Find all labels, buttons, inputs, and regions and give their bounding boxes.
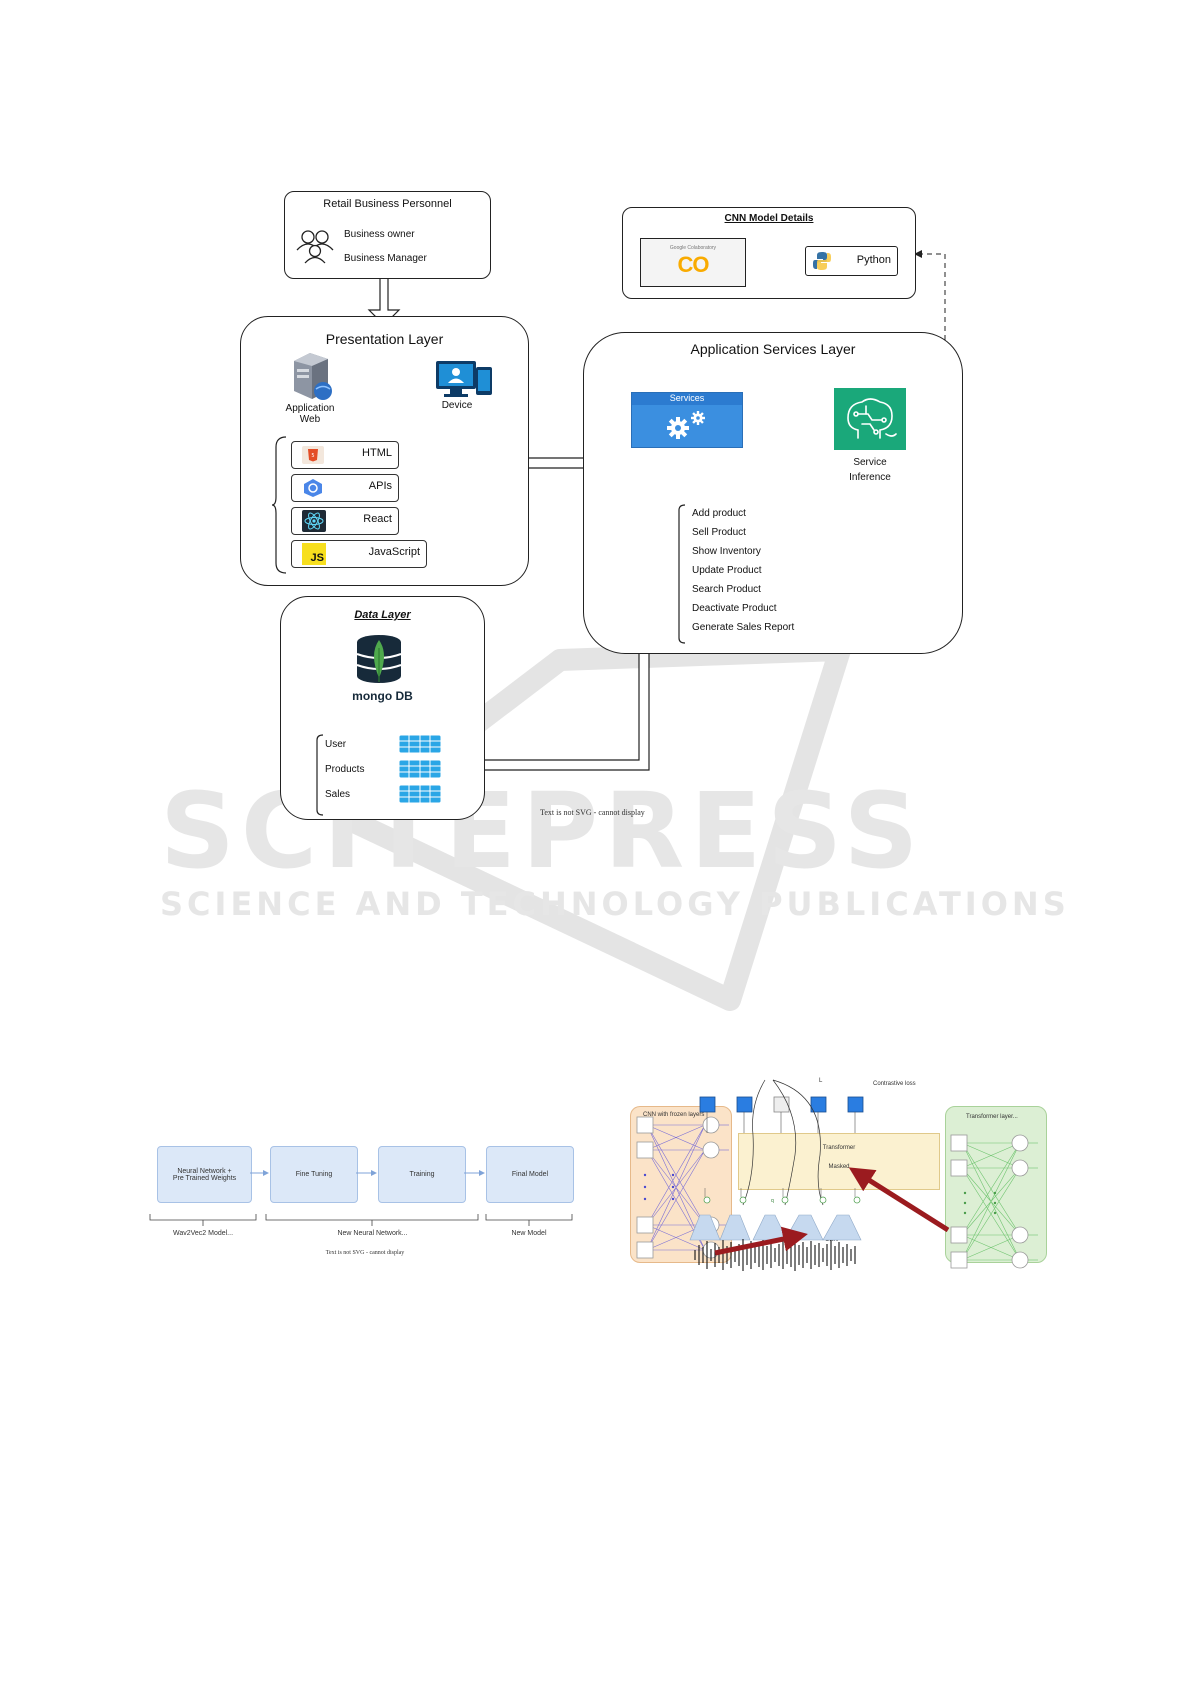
- wav2vec2-figure: [636, 1079, 1038, 1271]
- presentation-layer-box: Presentation Layer Application Web Devic…: [240, 316, 529, 586]
- collections-bracket: [316, 734, 324, 816]
- tech-bracket: [272, 436, 287, 574]
- masked-label: Masked: [828, 1164, 850, 1170]
- function-search-product: Search Product: [692, 584, 761, 595]
- tech-react-label: React: [363, 513, 392, 525]
- table-icons: [399, 735, 441, 804]
- gears-icon: [667, 411, 705, 439]
- mongodb-icon: [356, 635, 402, 683]
- colab-label: Google Colaboratory: [669, 245, 717, 251]
- contrastive-loss-label: Contrastive loss: [873, 1081, 916, 1087]
- cnn-details-title: CNN Model Details: [724, 213, 814, 224]
- function-update-product: Update Product: [692, 565, 762, 576]
- svg-text:5: 5: [311, 453, 314, 459]
- table-icon-user: [399, 735, 441, 754]
- cnn-frozen-label: CNN with frozen layers: [643, 1112, 705, 1118]
- data-layer-box: Data Layer mongo DB User Products Sales: [280, 596, 485, 820]
- role-business-owner: Business owner: [344, 229, 415, 240]
- tech-apis: APIs: [291, 474, 399, 502]
- role-business-manager: Business Manager: [344, 253, 427, 264]
- tech-html: 5 HTML: [291, 441, 399, 469]
- services-layer-box: Application Services Layer Services: [583, 332, 963, 654]
- presentation-title: Presentation Layer: [325, 331, 444, 347]
- collection-products: Products: [325, 764, 365, 775]
- personnel-title: Retail Business Personnel: [323, 198, 452, 210]
- services-label: Services: [669, 393, 705, 403]
- flow-box-final-model: Final Model: [486, 1146, 574, 1203]
- ai-brain-icon: [847, 398, 897, 439]
- function-add-product: Add product: [692, 508, 746, 519]
- device-label: Device: [441, 400, 473, 411]
- transformer-layer-label: Transformer layer...: [966, 1114, 1018, 1120]
- services-box: Services: [631, 392, 743, 448]
- tech-javascript: JS JavaScript: [291, 540, 427, 568]
- collection-user: User: [325, 739, 347, 750]
- python-icon: [813, 252, 831, 270]
- api-icon: [304, 479, 322, 497]
- inference-box: [834, 388, 906, 450]
- quantizer-label: q: [771, 1198, 774, 1204]
- svg-notice-top: Text is not SVG - cannot display: [540, 808, 645, 817]
- table-icon-sales: [399, 784, 441, 804]
- bracket-label-wav2vec2: Wav2Vec2 Model...: [172, 1230, 234, 1237]
- react-icon: [302, 510, 326, 532]
- flow-connectors: [149, 1170, 573, 1226]
- function-generate-sales-report: Generate Sales Report: [692, 622, 795, 633]
- device-icon: [436, 361, 492, 397]
- table-icon-products: [399, 759, 441, 779]
- function-deactivate-product: Deactivate Product: [692, 603, 777, 614]
- personnel-box: Retail Business Personnel Business owner…: [284, 191, 491, 279]
- tech-react: React: [291, 507, 399, 535]
- web-server-icon: [294, 353, 332, 400]
- python-label: Python: [856, 254, 891, 266]
- html5-icon: 5: [302, 446, 324, 464]
- transformer-block: Transformer Masked: [738, 1133, 940, 1190]
- tech-html-label: HTML: [362, 447, 392, 459]
- mongodb-logo-text: mongo DB: [352, 689, 413, 703]
- users-icon: [296, 230, 334, 264]
- python-card: Python: [805, 246, 898, 276]
- loss-symbol: L: [819, 1078, 823, 1084]
- flow-box-pretrained: Neural Network + Pre Trained Weights: [157, 1146, 252, 1203]
- function-sell-product: Sell Product: [692, 527, 746, 538]
- watermark-subtitle: SCIENCE AND TECHNOLOGY PUBLICATIONS: [160, 885, 1070, 923]
- functions-bracket: [678, 504, 686, 644]
- bracket-label-new-network: New Neural Network...: [337, 1230, 408, 1237]
- collection-sales: Sales: [325, 789, 351, 800]
- flow-box-fine-tuning: Fine Tuning: [270, 1146, 358, 1203]
- app-web-label: Application Web: [285, 403, 335, 425]
- tech-javascript-label: JavaScript: [368, 546, 420, 558]
- inference-label: Service Inference: [849, 457, 891, 483]
- flow-box-training: Training: [378, 1146, 466, 1203]
- transformer-label: Transformer: [822, 1145, 856, 1151]
- colab-logo-icon: CO: [677, 252, 710, 277]
- tech-apis-label: APIs: [368, 480, 392, 492]
- javascript-icon: JS: [302, 543, 326, 565]
- function-show-inventory: Show Inventory: [692, 546, 761, 557]
- colab-card: Google Colaboratory CO: [640, 238, 746, 287]
- svg-notice-bottom: Text is not SVG - cannot display: [325, 1250, 405, 1256]
- bracket-label-new-model: New Model: [511, 1230, 547, 1237]
- cnn-details-box: CNN Model Details Google Colaboratory CO…: [622, 207, 916, 299]
- services-layer-title: Application Services Layer: [690, 341, 856, 357]
- data-layer-title: Data Layer: [354, 609, 411, 621]
